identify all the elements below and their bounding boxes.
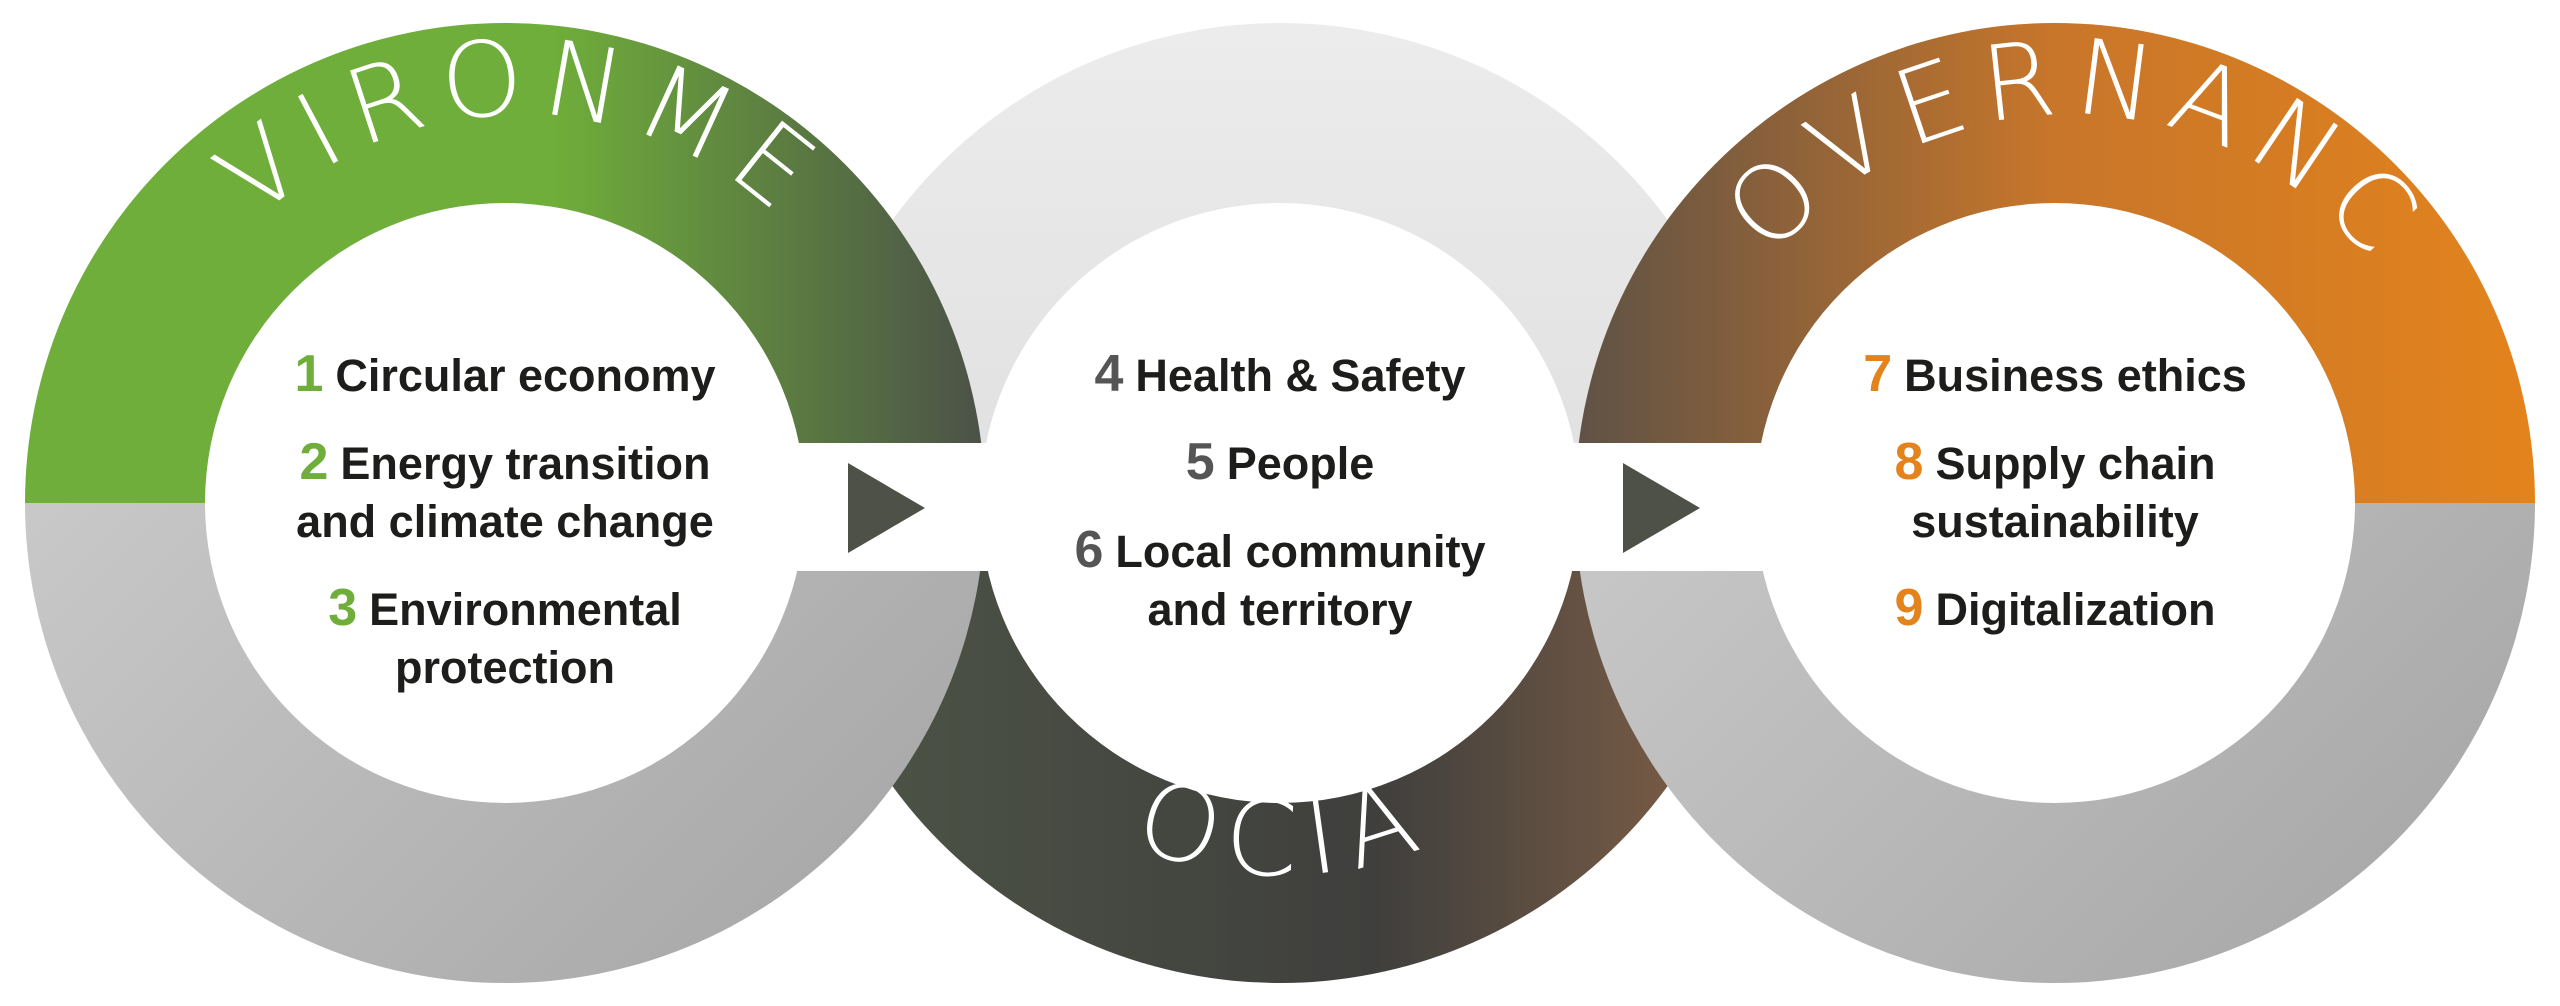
item-label: People bbox=[1226, 438, 1375, 489]
item-label: Local community and territory bbox=[1115, 526, 1486, 635]
item-number: 5 bbox=[1185, 433, 1215, 491]
item-label: Supply chain sustainability bbox=[1911, 438, 2216, 547]
item-label: Business ethics bbox=[1904, 350, 2247, 401]
item-number: 6 bbox=[1074, 521, 1104, 579]
item-label: Energy transition and climate change bbox=[296, 438, 714, 547]
environment-inner-disc bbox=[205, 203, 805, 803]
item-number: 8 bbox=[1894, 433, 1924, 491]
item-label: Circular economy bbox=[335, 350, 716, 401]
social-inner-disc bbox=[980, 203, 1580, 803]
item-label: Environmental protection bbox=[369, 584, 682, 693]
item-number: 4 bbox=[1094, 345, 1124, 403]
item-number: 3 bbox=[328, 579, 358, 637]
governance-inner-disc bbox=[1755, 203, 2355, 803]
item-number: 9 bbox=[1894, 579, 1924, 637]
item-number: 1 bbox=[294, 345, 324, 403]
play-arrow-icon bbox=[1623, 463, 1700, 553]
play-arrow-icon bbox=[848, 463, 925, 553]
item-label: Health & Safety bbox=[1135, 350, 1466, 401]
item-number: 7 bbox=[1863, 345, 1893, 403]
item-number: 2 bbox=[299, 433, 329, 491]
item-label: Digitalization bbox=[1935, 584, 2216, 635]
